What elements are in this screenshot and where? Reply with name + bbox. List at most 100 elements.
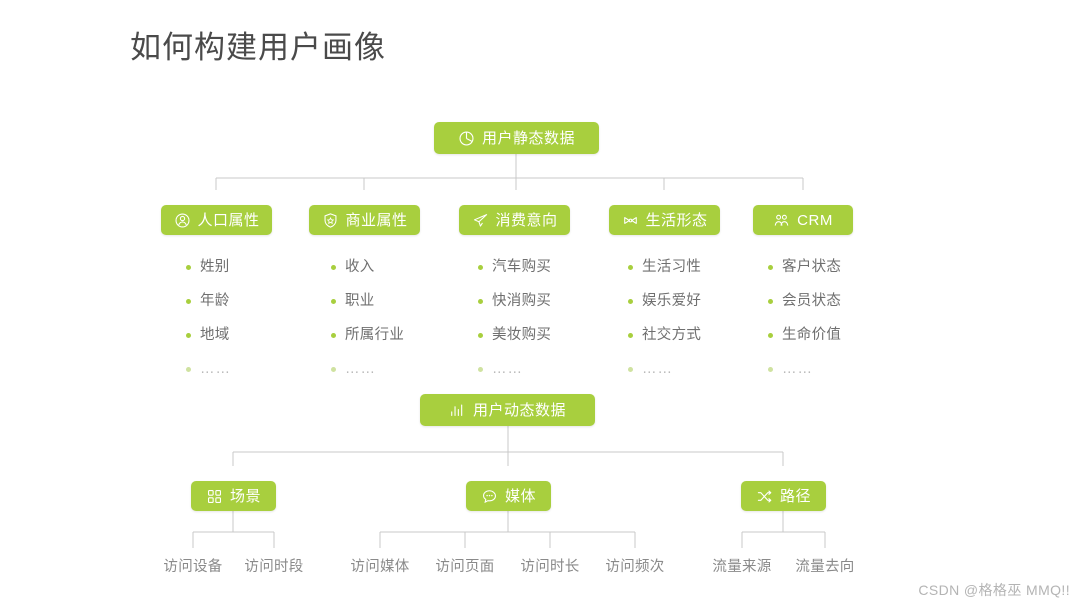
bullet-dot xyxy=(331,264,336,270)
grid-blocks-icon xyxy=(206,488,223,505)
node-label: 生活形态 xyxy=(645,211,708,229)
attribute-label: 快消购买 xyxy=(492,292,552,309)
node-media[interactable]: 媒体 xyxy=(466,481,551,511)
bullet-dot xyxy=(628,332,633,338)
bullet-dot xyxy=(331,366,336,372)
watermark: CSDN @格格巫 MMQ!! xyxy=(918,582,1070,598)
shield-star-icon xyxy=(322,212,339,229)
bullet-dot xyxy=(186,332,191,338)
attribute-label: 职业 xyxy=(345,292,375,309)
node-user-static-data[interactable]: 用户静态数据 xyxy=(434,122,599,154)
attribute-label: …… xyxy=(642,360,673,377)
list-item: 美妆购买 xyxy=(478,318,628,352)
list-item: 社交方式 xyxy=(628,318,778,352)
leaf-access-media: 访问媒体 xyxy=(350,559,410,575)
list-item: 生命价值 xyxy=(768,318,918,352)
bullet-dot xyxy=(768,264,773,270)
leaf-access-device: 访问设备 xyxy=(163,559,223,575)
list-item: 姓别 xyxy=(186,250,336,284)
bullet-dot xyxy=(478,332,483,338)
paper-plane-icon xyxy=(472,212,489,229)
attribute-label: 客户状态 xyxy=(782,258,842,275)
list-item: 生活习性 xyxy=(628,250,778,284)
attribute-label: 生命价值 xyxy=(782,326,842,343)
list-item: …… xyxy=(628,352,778,386)
list-item: …… xyxy=(186,352,336,386)
list-item: 快消购买 xyxy=(478,284,628,318)
list-item: 汽车购买 xyxy=(478,250,628,284)
attribute-label: 汽车购买 xyxy=(492,258,552,275)
leaf-traffic-source: 流量来源 xyxy=(712,559,772,575)
attribute-label: …… xyxy=(200,360,231,377)
attribute-label: 会员状态 xyxy=(782,292,842,309)
attribute-label: 姓别 xyxy=(200,258,230,275)
bar-chart-icon xyxy=(449,402,466,419)
attribute-label: 社交方式 xyxy=(642,326,702,343)
bullet-dot xyxy=(768,332,773,338)
attribute-list-lifestyle: 生活习性 娱乐爱好 社交方式 …… xyxy=(628,250,778,386)
node-label: 用户动态数据 xyxy=(472,401,566,419)
node-lifestyle[interactable]: 生活形态 xyxy=(609,205,720,235)
list-item: …… xyxy=(331,352,481,386)
list-item: 所属行业 xyxy=(331,318,481,352)
list-item: 年龄 xyxy=(186,284,336,318)
attribute-label: 所属行业 xyxy=(345,326,405,343)
bullet-dot xyxy=(186,264,191,270)
attribute-label: 娱乐爱好 xyxy=(642,292,702,309)
bullet-dot xyxy=(331,298,336,304)
chat-bubble-icon xyxy=(481,488,498,505)
leaf-traffic-destination: 流量去向 xyxy=(795,559,855,575)
bullet-dot xyxy=(628,366,633,372)
node-consumption-intent[interactable]: 消费意向 xyxy=(459,205,570,235)
bullet-dot xyxy=(628,264,633,270)
node-label: 场景 xyxy=(229,487,261,505)
leaf-access-page: 访问页面 xyxy=(435,559,495,575)
pie-chart-icon xyxy=(458,130,475,147)
bullet-dot xyxy=(478,366,483,372)
bullet-dot xyxy=(628,298,633,304)
node-crm[interactable]: CRM xyxy=(753,205,853,235)
people-group-icon xyxy=(773,212,790,229)
bullet-dot xyxy=(768,298,773,304)
node-label: 媒体 xyxy=(504,487,536,505)
attribute-label: …… xyxy=(782,360,813,377)
list-item: …… xyxy=(478,352,628,386)
list-item: 会员状态 xyxy=(768,284,918,318)
node-label: 商业属性 xyxy=(345,211,408,229)
page-title: 如何构建用户画像 xyxy=(130,30,386,65)
node-demographics[interactable]: 人口属性 xyxy=(161,205,272,235)
attribute-list-business: 收入 职业 所属行业 …… xyxy=(331,250,481,386)
node-label: 消费意向 xyxy=(495,211,558,229)
list-item: 地域 xyxy=(186,318,336,352)
list-item: 娱乐爱好 xyxy=(628,284,778,318)
node-label: 路径 xyxy=(779,487,811,505)
bullet-dot xyxy=(768,366,773,372)
node-label: 人口属性 xyxy=(197,211,260,229)
bullet-dot xyxy=(478,264,483,270)
attribute-label: …… xyxy=(492,360,523,377)
node-label: 用户静态数据 xyxy=(481,129,575,147)
bullet-dot xyxy=(186,366,191,372)
node-scenario[interactable]: 场景 xyxy=(191,481,276,511)
leaf-access-frequency: 访问频次 xyxy=(605,559,665,575)
list-item: 收入 xyxy=(331,250,481,284)
bullet-dot xyxy=(331,332,336,338)
attribute-list-crm: 客户状态 会员状态 生命价值 …… xyxy=(768,250,918,386)
node-user-dynamic-data[interactable]: 用户动态数据 xyxy=(420,394,595,426)
attribute-label: 美妆购买 xyxy=(492,326,552,343)
attribute-label: 地域 xyxy=(200,326,230,343)
shuffle-icon xyxy=(756,488,773,505)
list-item: …… xyxy=(768,352,918,386)
attribute-list-demographics: 姓别 年龄 地域 …… xyxy=(186,250,336,386)
attribute-label: …… xyxy=(345,360,376,377)
attribute-list-consumption: 汽车购买 快消购买 美妆购买 …… xyxy=(478,250,628,386)
list-item: 客户状态 xyxy=(768,250,918,284)
node-path[interactable]: 路径 xyxy=(741,481,826,511)
bullet-dot xyxy=(186,298,191,304)
bullet-dot xyxy=(478,298,483,304)
person-circle-icon xyxy=(174,212,191,229)
node-label: CRM xyxy=(797,211,833,229)
list-item: 职业 xyxy=(331,284,481,318)
node-business-attributes[interactable]: 商业属性 xyxy=(309,205,420,235)
